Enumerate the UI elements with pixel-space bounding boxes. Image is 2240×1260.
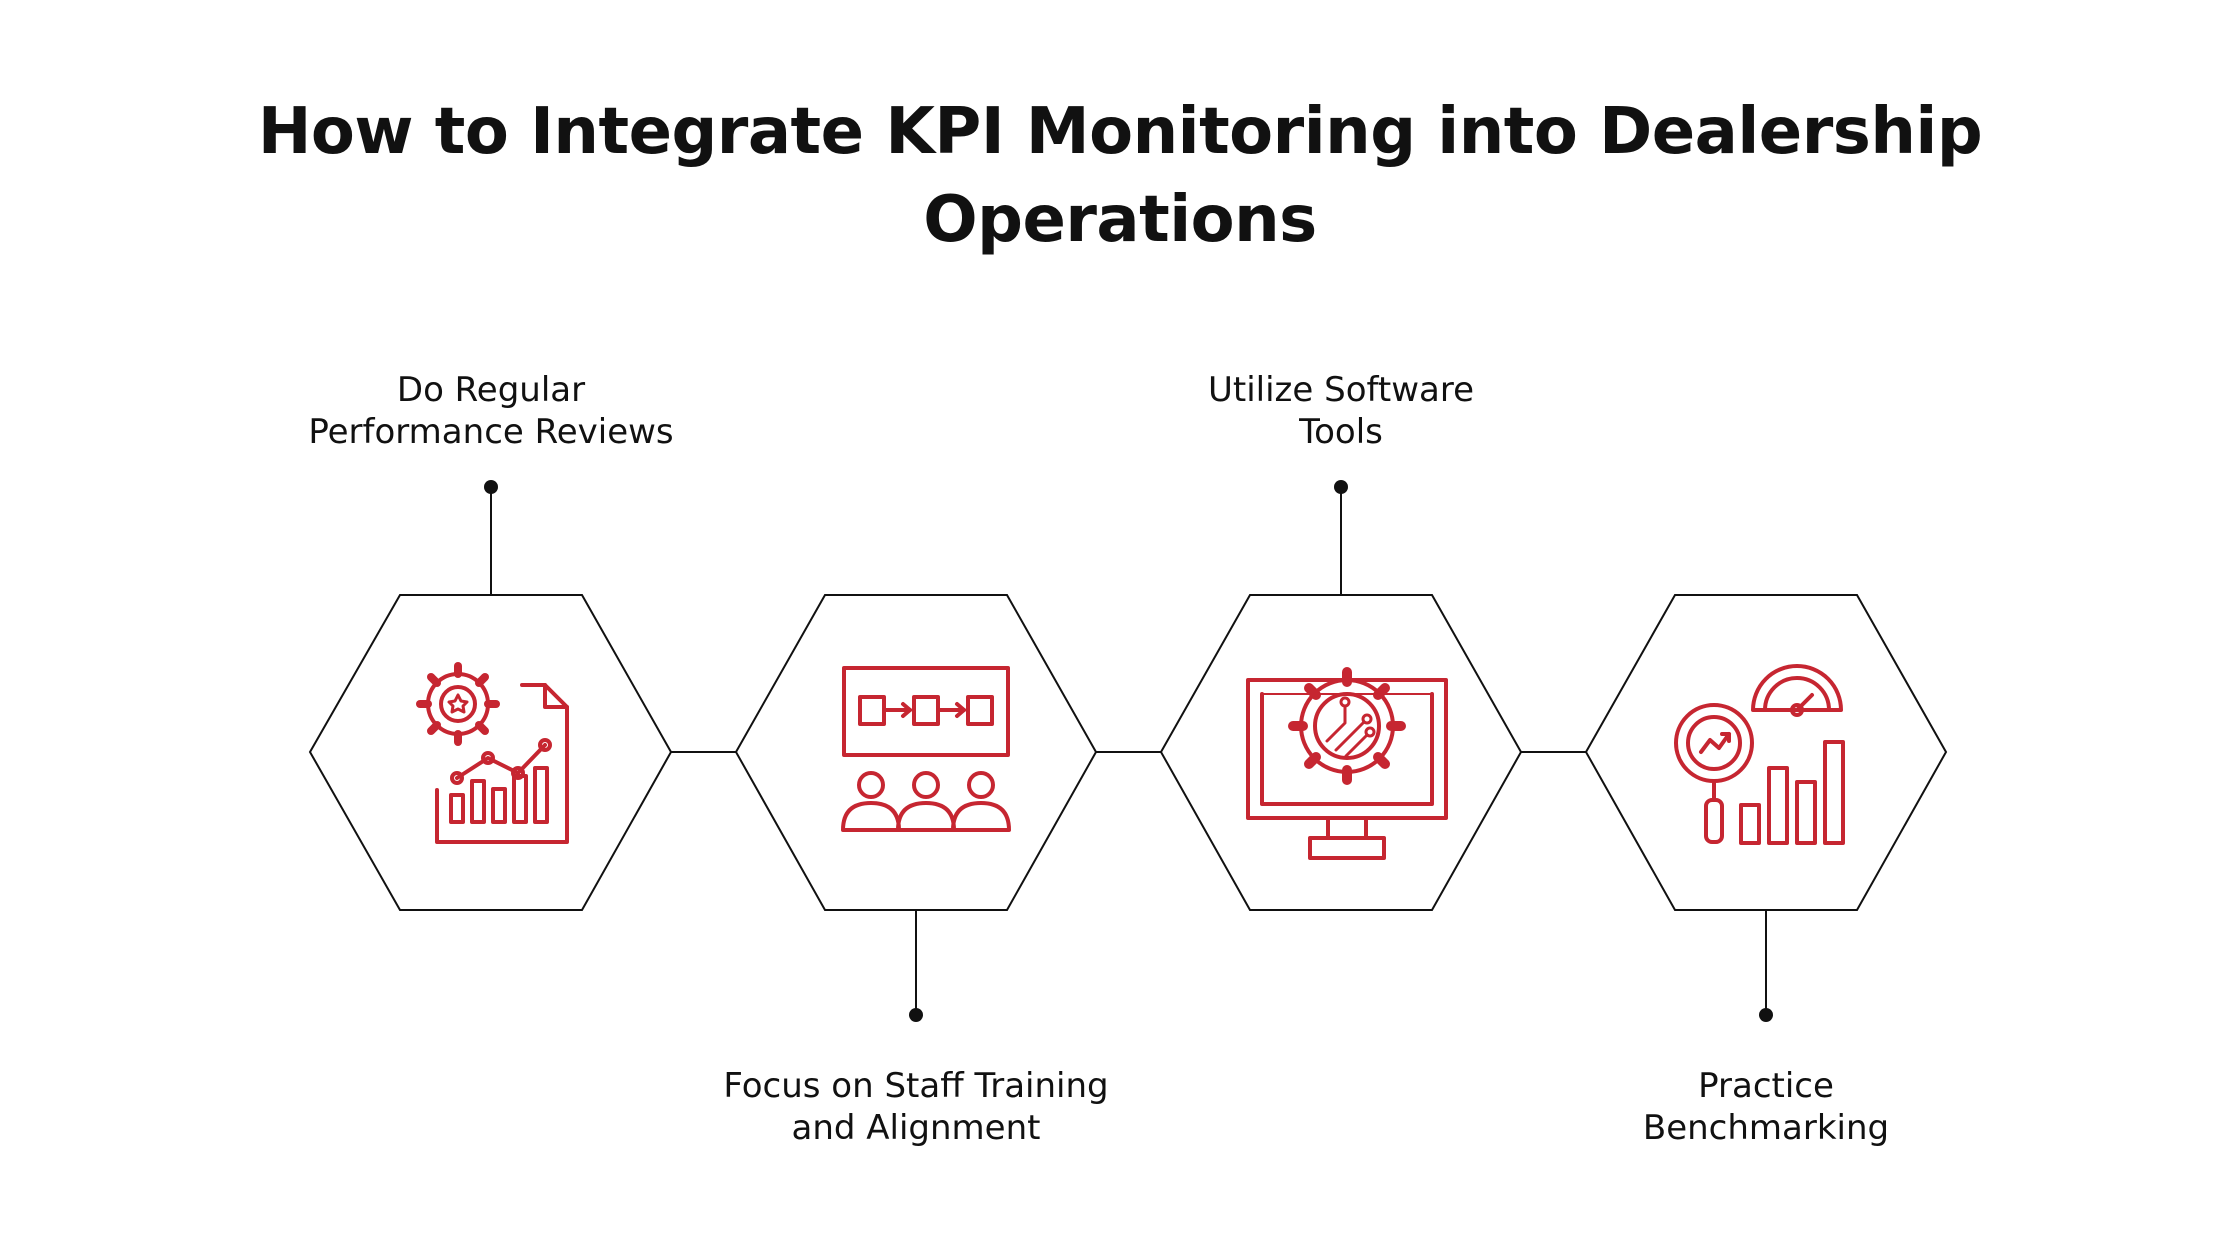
diagram-title: How to Integrate KPI Monitoring into Dea…	[0, 88, 2240, 264]
benchmarking-icon	[1674, 664, 1845, 845]
hexagon-3	[1159, 594, 1523, 911]
step-1-line-1: Do Regular	[396, 370, 586, 410]
step-1-line-2: Performance Reviews	[308, 412, 674, 452]
step-label-1: Do Regular Performance Reviews	[231, 369, 751, 453]
callout-dot-3	[1334, 480, 1348, 494]
step-3-line-2: Tools	[1299, 412, 1383, 452]
title-line-1: How to Integrate KPI Monitoring into Dea…	[257, 95, 1983, 169]
hexagon-2	[734, 594, 1098, 911]
callout-dot-2	[909, 1008, 923, 1022]
step-2-line-2: and Alignment	[791, 1108, 1041, 1148]
callout-dot-1	[484, 480, 498, 494]
step-4-line-2: Benchmarking	[1642, 1108, 1890, 1148]
title-line-2: Operations	[923, 183, 1317, 257]
step-3-line-1: Utilize Software	[1207, 370, 1474, 410]
step-label-4: Practice Benchmarking	[1506, 1065, 2026, 1149]
step-label-3: Utilize Software Tools	[1081, 369, 1601, 453]
step-2-line-1: Focus on Staff Training	[723, 1066, 1109, 1106]
software-tools-icon	[1246, 667, 1448, 860]
callout-dot-4	[1759, 1008, 1773, 1022]
step-label-2: Focus on Staff Training and Alignment	[656, 1065, 1176, 1149]
hexagon-4	[1584, 594, 1948, 911]
staff-training-icon	[841, 666, 1011, 832]
step-4-line-1: Practice	[1698, 1066, 1834, 1106]
performance-review-icon	[416, 662, 569, 844]
